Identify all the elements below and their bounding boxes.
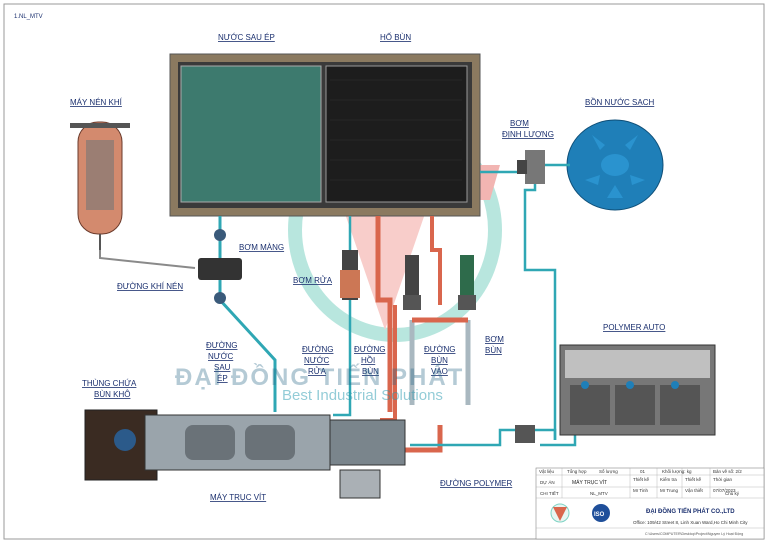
label-sludge-pump: BƠM BÙN [485,335,504,355]
tb-r1-c1: Tổng hợp [567,468,587,474]
wash-pump [340,250,360,300]
label-line: RỬA [308,367,327,376]
label-line: BÙN KHÔ [94,390,130,399]
iso-label: ISO [594,512,605,518]
drawing-frame [3,3,765,540]
label-line: THÙNG CHỨA [82,379,137,388]
tb-r1-c3: 01 [640,469,646,474]
label-clean-tank-water: NƯỚC SAU ÉP [218,33,275,42]
label-line: ĐƯỜNG [424,345,455,354]
label-polymer-auto: POLYMER AUTO [603,323,665,332]
label-line: NƯỚC [208,352,233,361]
tb-r1-c5: Bản vẽ số: 2/2 [713,469,742,474]
label-pressed-water-line: ĐƯỜNG NƯỚC SAU ÉP [206,341,237,383]
label-polymer-line: ĐƯỜNG POLYMER [440,479,512,488]
label-air-line: ĐƯỜNG KHÍ NÉN [117,282,183,291]
tb-note: Chú ký [725,491,740,496]
iso-logo: ISO [592,504,610,522]
label-sludge-tank: HỐ BÙN [380,32,411,42]
dosing-pump [517,150,545,184]
label-line: ĐƯỜNG [354,345,385,354]
watermark-slogan: Best Industrial Solutions [282,387,443,404]
tb-footer: C:\Users\COMPUTER\Desktop\Project\Nguyen… [645,532,743,536]
polymer-auto-unit [559,344,716,436]
tb-project-label: DỰ ÁN [540,479,555,485]
tb-detail-label: CHI TIẾT [540,490,559,496]
label-clean-water-tank: BỒN NƯỚC SẠCH [585,97,654,107]
label-line: BÙN [431,356,448,365]
label-line: SAU [214,363,231,372]
tb-company: ĐẠI ĐỒNG TIẾN PHÁT CO.,LTD [646,508,735,515]
tb-r1-c0: Vật liệu [539,469,555,474]
tb-name: Mr Tinh [633,488,649,493]
label-wash-pump: BƠM RỬA [293,276,333,285]
label-line: NƯỚC [304,356,329,365]
clean-water-tank [566,119,664,211]
label-line: BÙN [362,367,379,376]
label-screw-press: MÁY TRỤC VÍT [210,493,266,502]
tb-r1-c2: Số lượng [599,469,618,474]
tb-role: Thiết kế [633,477,650,482]
label-line: HỒI [361,355,375,365]
tb-role: Thiết kế [685,477,702,482]
label-air-compressor: MÁY NÉN KHÍ [70,98,123,107]
label-line: ĐƯỜNG [206,341,237,350]
air-compressor [70,121,130,250]
sludge-tank [169,53,481,217]
label-return-sludge-line: ĐƯỜNG HỒI BÙN [354,345,385,376]
label-line: ĐƯỜNG [302,345,333,354]
label-line: BÙN [485,346,502,355]
label-diaphragm-pump: BƠM MÀNG [239,243,284,252]
label-dosing-pump-1: BƠM [510,119,529,128]
polymer-valve [515,425,535,443]
label-inlet-sludge-line: ĐƯỜNG BÙN VÀO [424,345,455,376]
tb-role: Thời gian [713,477,732,482]
company-logo [550,503,570,523]
label-dosing-pump-2: ĐỊNH LƯỢNG [502,130,554,139]
label-line: ÉP [217,374,228,383]
tb-r1-c4: Khối lượng: kg [662,469,692,474]
label-line: VÀO [431,367,448,376]
tb-name: 07/07/2023 [713,488,736,493]
label-wash-water-line: ĐƯỜNG NƯỚC RỬA [302,345,333,376]
sludge-pumps [403,255,476,310]
tb-office: Office: 109/42 Street 8, Linh Xuan Ward,… [633,520,748,525]
tb-detail-value: NL_MTV [590,491,608,496]
tb-name: Vận thiết [685,488,704,493]
label-dry-sludge-bin: THÙNG CHỨA BÙN KHÔ [82,379,137,399]
label-line: BƠM [485,335,504,344]
screw-press [144,414,406,499]
watermark-company: ĐẠI ĐỒNG TIẾN PHÁT [175,363,464,391]
diaphragm-pump [198,229,242,304]
tb-project-value: MÁY TRỤC VÍT [572,479,607,486]
drawing-id-label: 1.NL_MTV [14,14,43,20]
title-block: Vật liệu Tổng hợp Số lượng 01 Khối lượng… [535,467,765,540]
tb-role: Kiểm tra [660,476,677,482]
tb-name: Mr Trung [660,488,679,493]
